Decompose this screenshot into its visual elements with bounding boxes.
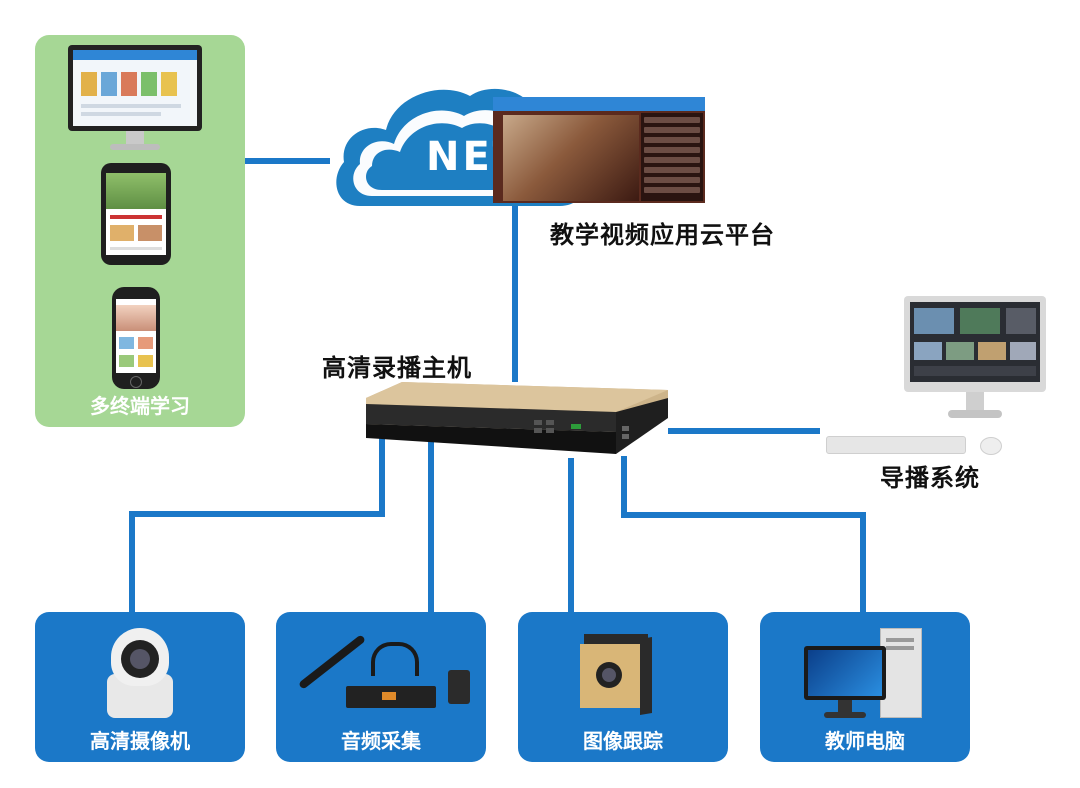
device-card-pc: 教师电脑: [760, 612, 970, 762]
microphone-icon: [298, 634, 366, 690]
headset-icon: [371, 642, 419, 676]
device-card-tracking: 图像跟踪: [518, 612, 728, 762]
keyboard-icon: [826, 436, 966, 454]
tablet-icon: [101, 163, 171, 265]
link-recorder-audio: [428, 440, 434, 612]
device-label-camera: 高清摄像机: [90, 729, 190, 753]
terminal-panel: 多终端学习: [35, 35, 245, 427]
link-recorder-tracking: [568, 458, 574, 612]
link-recorder-pc-v1: [621, 456, 627, 518]
device-label-pc: 教师电脑: [825, 729, 905, 753]
recorder-device-icon: [366, 382, 668, 460]
platform-toolbar: [493, 97, 705, 111]
bodypack-transmitter-icon: [448, 670, 470, 704]
device-label-tracking: 图像跟踪: [583, 729, 663, 753]
desktop-monitor-icon: [68, 45, 202, 153]
link-cloud-recorder: [512, 200, 518, 382]
platform-video-frame: [503, 115, 639, 201]
device-label-audio: 音频采集: [341, 729, 421, 753]
mouse-icon: [980, 437, 1002, 455]
desktop-computer-icon: [804, 628, 924, 722]
recorder-label: 高清录播主机: [322, 354, 472, 382]
device-card-camera: 高清摄像机: [35, 612, 245, 762]
device-card-audio: 音频采集: [276, 612, 486, 762]
platform-label: 教学视频应用云平台: [550, 221, 775, 249]
director-monitor-icon: [904, 296, 1046, 424]
link-recorder-pc-h: [621, 512, 866, 518]
link-recorder-camera-h: [129, 511, 385, 517]
tracking-camera-icon: [580, 634, 666, 718]
platform-playlist: [641, 113, 703, 201]
terminal-label: 多终端学习: [90, 394, 190, 418]
platform-screenshot: [493, 97, 705, 203]
link-recorder-director: [668, 428, 820, 434]
ptz-camera-icon: [101, 628, 179, 720]
audio-receiver-icon: [346, 686, 436, 708]
link-recorder-pc-v2: [860, 512, 866, 612]
link-terminals-cloud: [245, 158, 330, 164]
link-recorder-camera-v2: [129, 511, 135, 612]
smartphone-icon: [112, 287, 160, 389]
link-recorder-camera-v1: [379, 432, 385, 516]
director-label: 导播系统: [880, 464, 980, 492]
